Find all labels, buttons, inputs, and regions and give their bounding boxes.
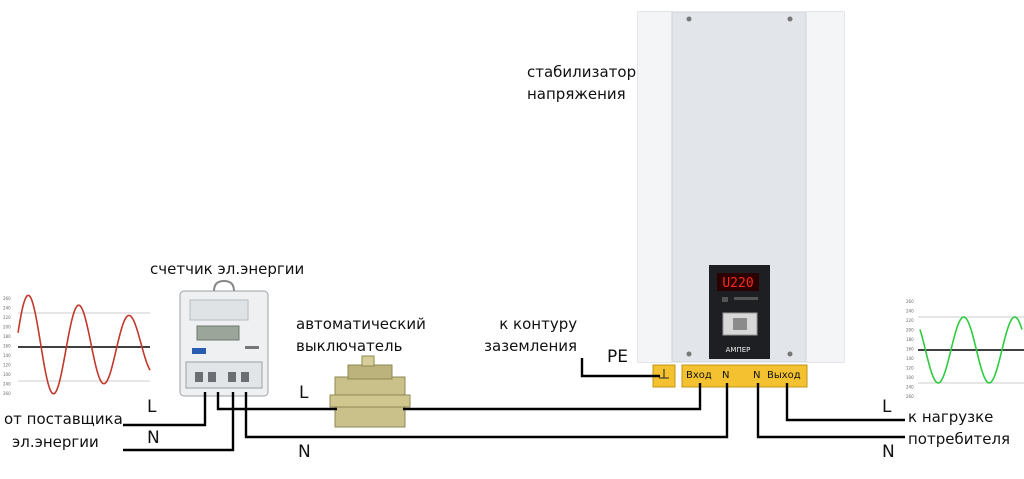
io-terminal-block xyxy=(681,364,808,388)
wire-output-n-to-load xyxy=(756,383,905,439)
stabilizer-indicator xyxy=(722,297,728,302)
voltage-stabilizer: U220 АМПЕР xyxy=(637,11,845,363)
input-chart-tick-label: 100 xyxy=(3,372,11,377)
wire-label-supplier-l: L xyxy=(147,397,157,417)
screw-icon xyxy=(686,16,692,22)
wire-label-load-n: N xyxy=(882,442,895,462)
input-chart-tick-label: 260 xyxy=(3,391,11,396)
stabilizer-brand: АМПЕР xyxy=(726,346,751,354)
input-chart-tick-label: 240 xyxy=(3,306,11,311)
breaker-rail-clip xyxy=(329,394,411,408)
screw-icon xyxy=(686,351,692,357)
meter-label: счетчик эл.энергии xyxy=(150,260,305,278)
wire-breaker-to-input xyxy=(403,383,702,411)
wires xyxy=(123,358,905,452)
input-chart-tick-label: 160 xyxy=(3,344,11,349)
ground-label-line1: к контуру xyxy=(499,315,578,333)
output-chart-tick-label: 260 xyxy=(906,299,914,304)
wire-label-meter-l: L xyxy=(299,383,309,403)
meter-terminal-1 xyxy=(195,372,203,382)
meter-led xyxy=(245,346,259,349)
breaker-toggle xyxy=(361,355,375,367)
stabilizer-label-line2: напряжения xyxy=(527,85,626,103)
meter-terminal-2 xyxy=(208,372,216,382)
stabilizer-switch-toggle[interactable] xyxy=(733,318,747,330)
output-chart-tick-labels: 260 240 220 200 180 160 140 120 100 240 260 xyxy=(906,299,914,399)
ground-label: к контуру заземления xyxy=(484,313,577,357)
stabilizer-label-line1: стабилизатор xyxy=(527,63,637,81)
meter-terminal-3 xyxy=(228,372,236,382)
stabilizer-right-rib xyxy=(806,12,844,362)
screw-icon xyxy=(787,351,793,357)
input-chart-tick-labels: 260 240 220 200 180 160 140 120 100 240 260 xyxy=(3,296,11,396)
stabilizer-indicator-label xyxy=(734,297,758,300)
meter-logo xyxy=(192,348,206,354)
breaker-top xyxy=(347,364,393,380)
breaker-label-line2: выключатель xyxy=(296,337,403,355)
ground-label-line2: заземления xyxy=(484,337,578,355)
wire-output-l-to-load xyxy=(785,383,905,422)
stabilizer-left-rib xyxy=(638,12,672,362)
load-label-line2: потребителя xyxy=(908,430,1011,448)
wire-label-load-l: L xyxy=(882,397,892,417)
terminal-input-n-label: N xyxy=(722,370,729,381)
meter-terminal-4 xyxy=(241,372,249,382)
output-chart-background xyxy=(904,295,1024,400)
load-label-line1: к нагрузке xyxy=(908,408,994,426)
meter-seal-loop xyxy=(213,279,235,292)
input-chart-tick-label: 220 xyxy=(3,315,11,320)
electricity-meter xyxy=(179,279,269,397)
input-chart-tick-label: 120 xyxy=(3,363,11,368)
unstable-voltage-waveform xyxy=(17,294,151,395)
stabilizer-display xyxy=(717,273,759,291)
output-voltage-chart: 260 240 220 200 180 160 140 120 100 240 260 xyxy=(904,295,1024,400)
meter-label-plate xyxy=(189,299,249,321)
input-chart-tick-label: 240 xyxy=(3,382,11,387)
output-chart-tick-label: 260 xyxy=(906,394,914,399)
wire-supplier-l xyxy=(123,392,207,427)
terminal-input-label: Вход xyxy=(686,370,712,381)
breaker-label-line1: автоматический xyxy=(296,315,426,333)
output-chart-tick-label: 240 xyxy=(906,385,914,390)
input-chart-tick-label: 260 xyxy=(3,296,11,301)
wire-meter-l-out xyxy=(216,392,337,411)
meter-lcd xyxy=(196,325,240,341)
breaker-label: автоматический выключатель xyxy=(296,313,426,357)
terminal-output-label: Выход xyxy=(767,370,801,381)
wire-label-meter-n: N xyxy=(298,442,311,462)
circuit-breaker xyxy=(329,355,411,428)
supplier-label-line2: эл.энергии xyxy=(12,433,99,451)
input-chart-tick-label: 200 xyxy=(3,325,11,330)
output-chart-tick-label: 100 xyxy=(906,375,914,380)
wire-supplier-n xyxy=(123,392,235,452)
output-chart-tick-label: 200 xyxy=(906,328,914,333)
input-voltage-chart: 260 240 220 200 180 160 140 120 100 240 260 xyxy=(0,292,151,397)
pe-label: PE xyxy=(607,347,628,367)
stabilizer-display-value: U220 xyxy=(722,276,753,291)
wire-meter-n-to-input-n xyxy=(244,383,729,439)
output-chart-tick-label: 180 xyxy=(906,337,914,342)
supplier-label-line1: от поставщика xyxy=(4,410,123,428)
stabilizer-terminal-strip: Вход N N Выход xyxy=(652,364,808,388)
output-chart-tick-label: 220 xyxy=(906,318,914,323)
output-chart-tick-label: 140 xyxy=(906,356,914,361)
input-chart-tick-label: 140 xyxy=(3,353,11,358)
terminal-output-n-label: N xyxy=(753,370,760,381)
stable-voltage-waveform xyxy=(919,316,1023,384)
output-chart-tick-label: 120 xyxy=(906,366,914,371)
output-chart-tick-label: 160 xyxy=(906,347,914,352)
output-chart-tick-label: 240 xyxy=(906,309,914,314)
screw-icon xyxy=(787,16,793,22)
input-chart-tick-label: 180 xyxy=(3,334,11,339)
wire-pe-ground xyxy=(580,358,660,378)
wire-label-supplier-n: N xyxy=(147,428,160,448)
stabilizer-label: стабилизатор напряжения xyxy=(527,61,636,105)
